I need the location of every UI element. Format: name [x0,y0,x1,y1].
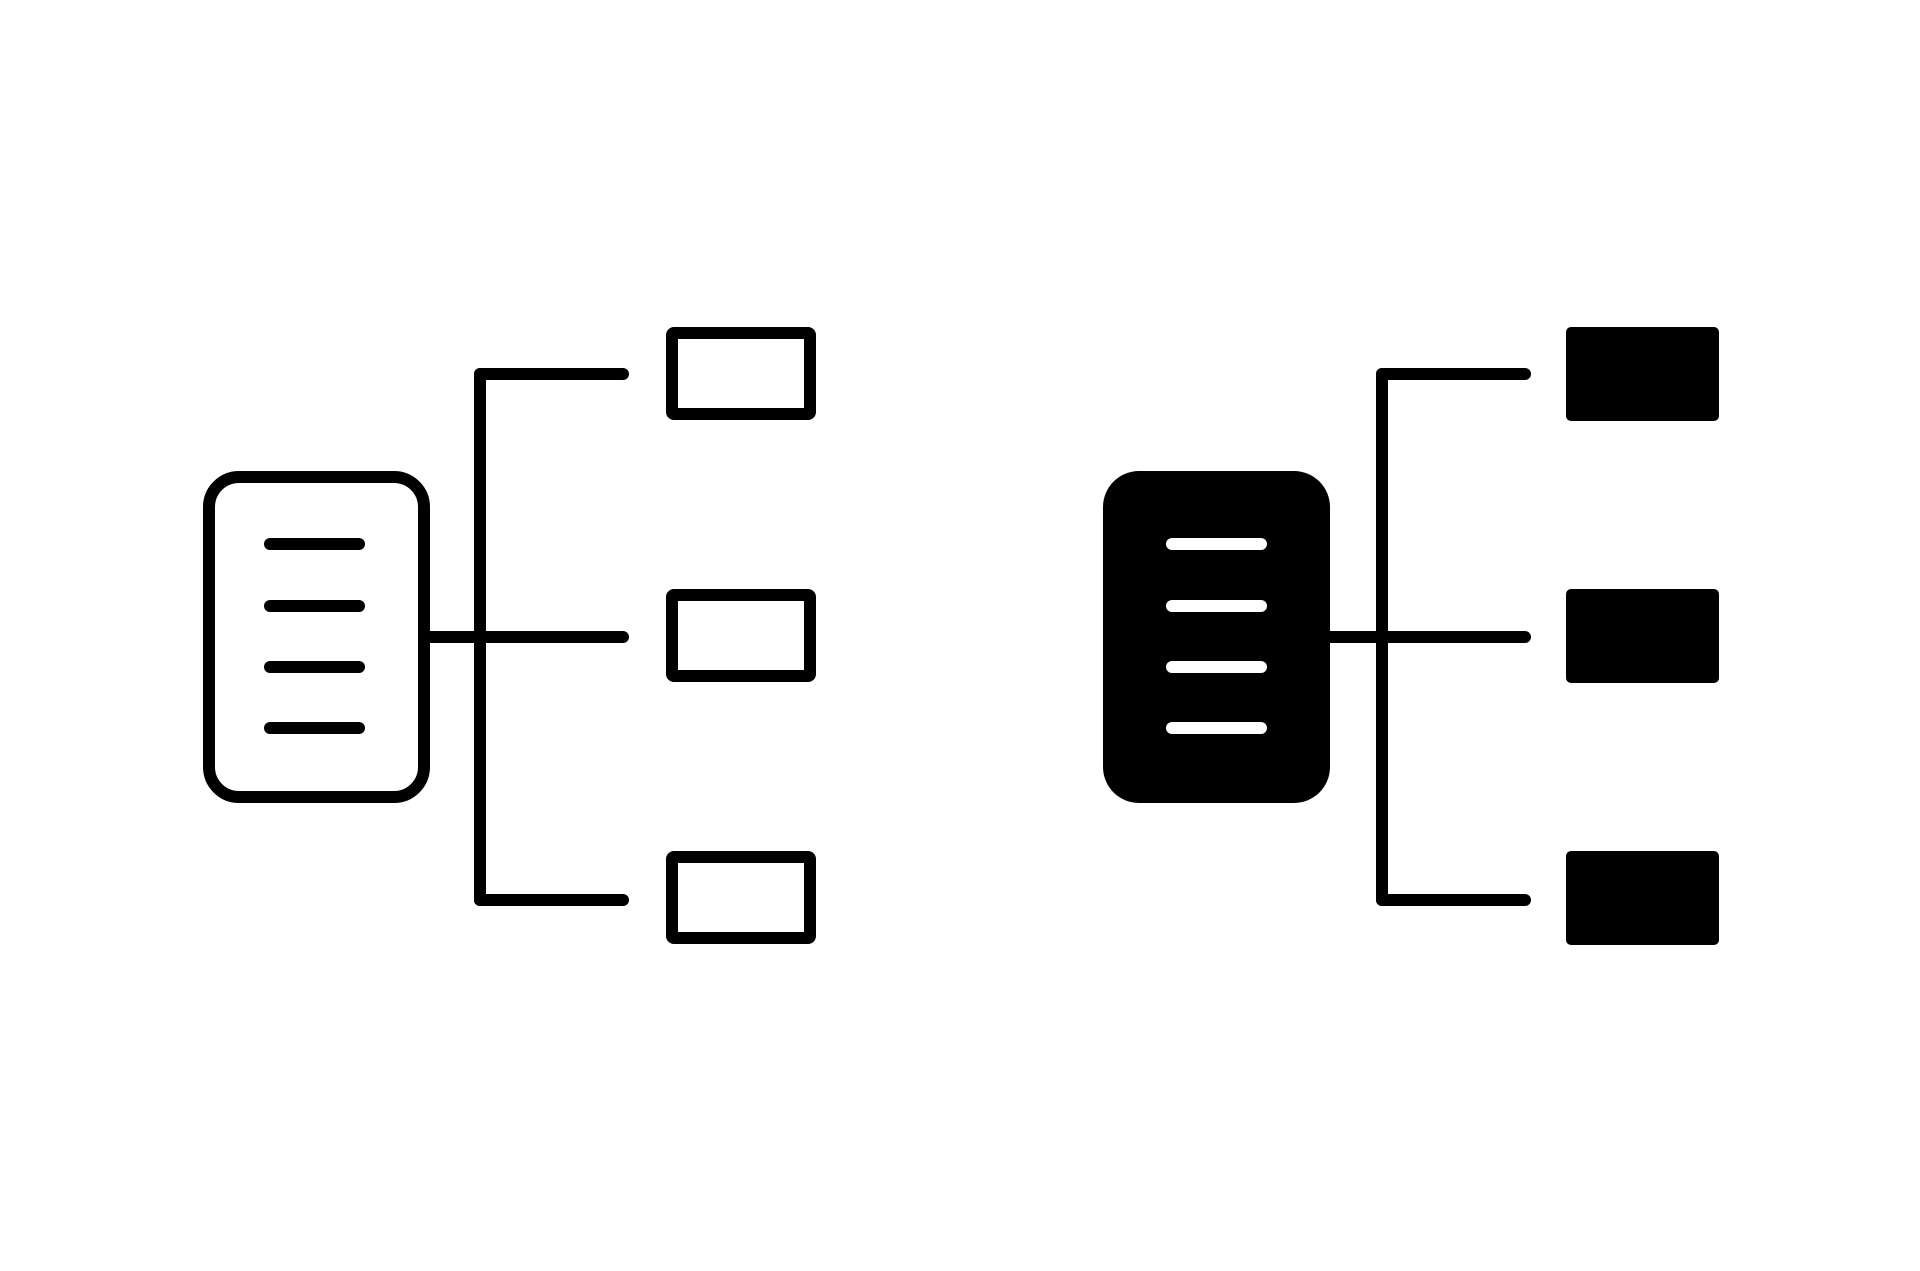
connector-tree-outline [418,368,629,906]
document-outline-icon [203,471,430,803]
document-filled-icon [1103,471,1330,803]
sitemap-filled-icon [1103,327,1719,945]
child-box-filled-top [1566,327,1719,421]
child-box-outline-top [666,327,816,420]
child-box-filled-bottom [1566,851,1719,945]
child-box-outline-bottom [666,851,816,944]
child-box-filled-middle [1566,589,1719,683]
child-box-outline-middle [666,589,816,682]
document-lines-filled [1166,538,1267,734]
sitemap-outline-icon [203,327,816,944]
connector-tree-filled [1324,368,1531,906]
document-lines-outline [264,538,365,734]
